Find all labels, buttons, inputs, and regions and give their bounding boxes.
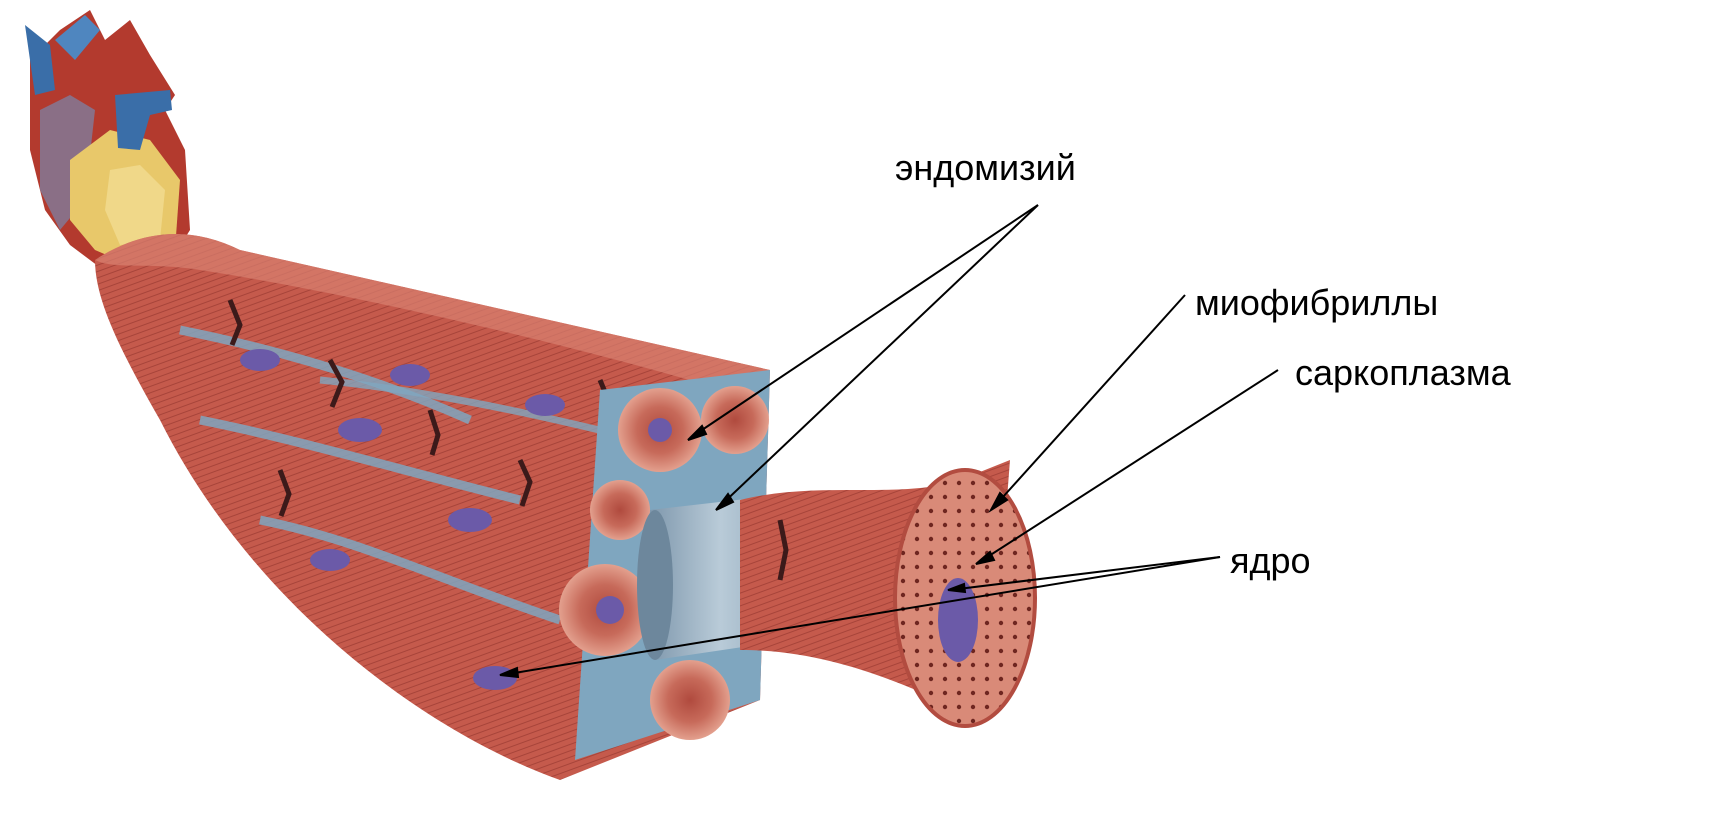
label-nucleus: ядро — [1230, 543, 1311, 579]
label-myofibrils: миофибриллы — [1195, 285, 1438, 321]
label-sarcoplasm: саркоплазма — [1295, 355, 1511, 391]
label-endomysium: эндомизий — [895, 150, 1076, 186]
single-fibre — [740, 460, 1035, 726]
